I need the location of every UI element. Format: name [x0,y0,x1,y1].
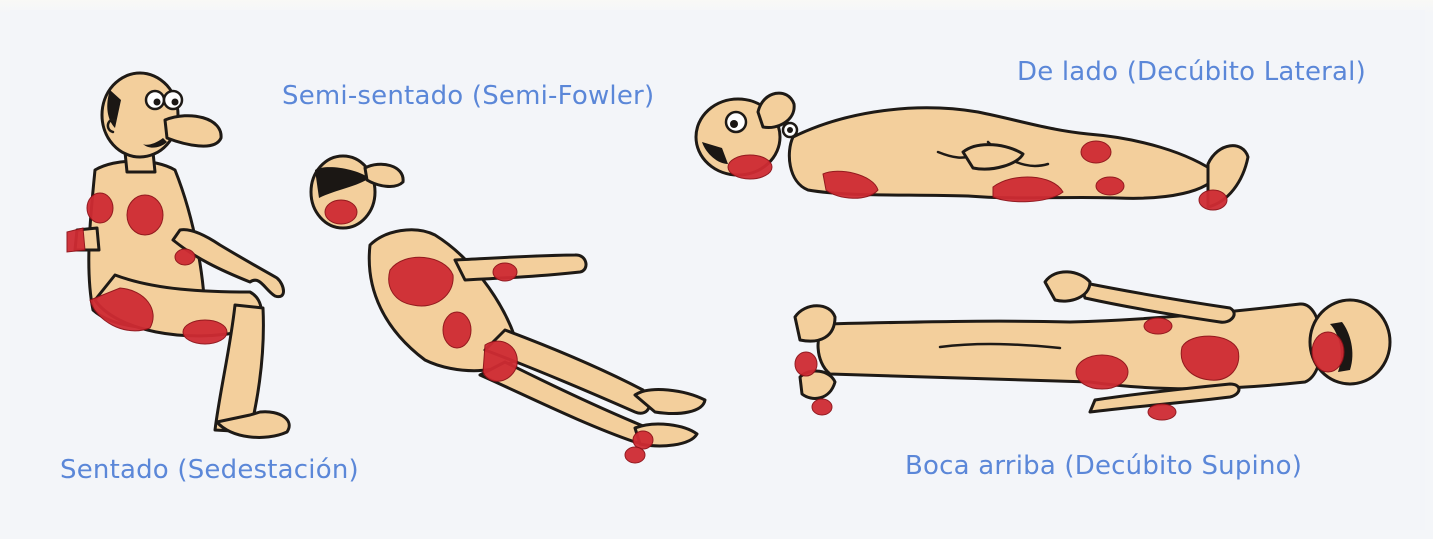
label-sentado: Sentado (Sedestación) [60,455,359,485]
figure-semi-sentado-body [311,156,705,446]
figure-lateral [688,82,1253,217]
label-supino: Boca arriba (Decúbito Supino) [905,451,1302,481]
label-semi-sentado: Semi-sentado (Semi-Fowler) [282,81,654,111]
figure-lateral-body [696,93,1248,207]
figure-semi-sentado [305,150,715,470]
figure-supino-body [795,272,1390,412]
figure-supino [790,262,1395,422]
label-lateral: De lado (Decúbito Lateral) [1017,57,1366,87]
figure-sentado [55,60,315,455]
